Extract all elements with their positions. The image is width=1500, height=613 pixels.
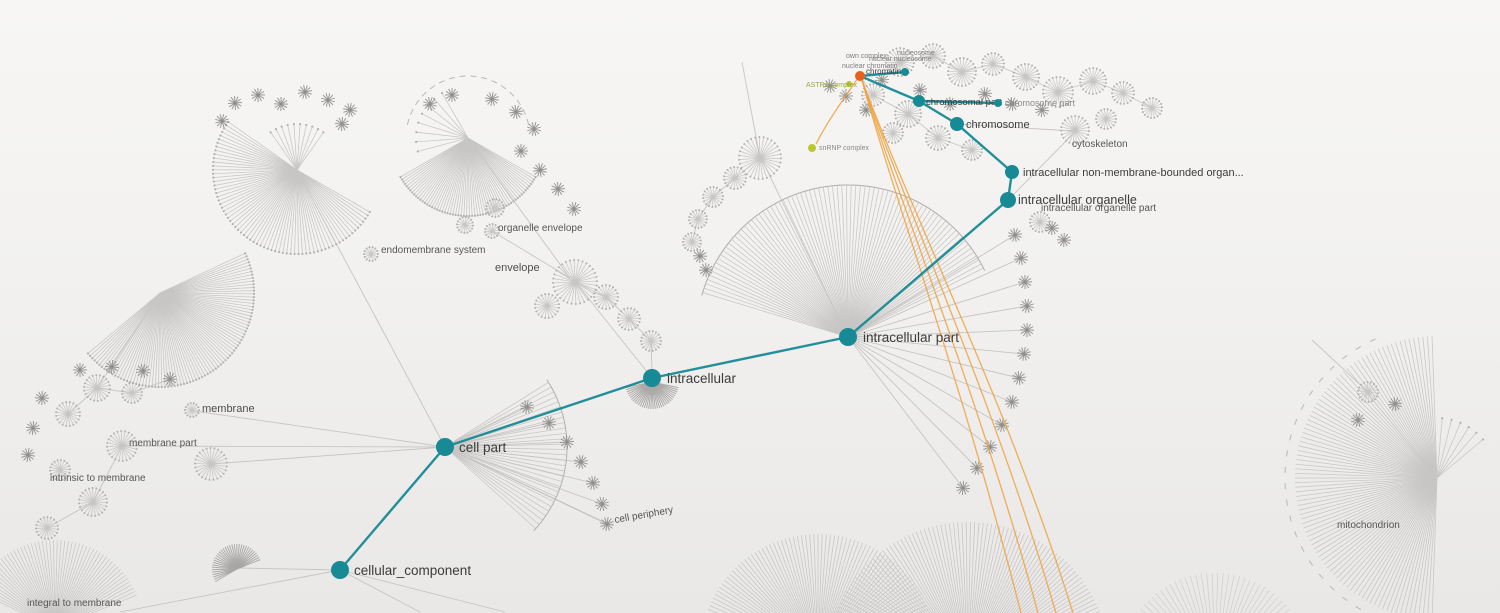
- orange-edge-4: [815, 77, 859, 145]
- node-chromatin[interactable]: [855, 71, 865, 81]
- gray-edge: [847, 336, 1003, 426]
- label-nuclear-nucleosome: nuclear nucleosome: [869, 56, 932, 63]
- label-cellular-component: cellular_component: [354, 563, 471, 578]
- gray-edge: [119, 569, 341, 613]
- node-cell-part[interactable]: [436, 438, 454, 456]
- highlighted-edge: [444, 376, 653, 449]
- gray-edge: [956, 123, 1074, 132]
- node-complex-node[interactable]: [808, 144, 816, 152]
- gray-edge: [847, 336, 978, 469]
- gray-edge: [193, 410, 446, 448]
- highlighted-edge: [651, 335, 849, 380]
- gray-edge: [847, 336, 964, 489]
- node-intracellular-part[interactable]: [839, 328, 857, 346]
- label-endomembrane-system: endomembrane system: [381, 245, 486, 256]
- label-nucleosome: nucleosome: [897, 50, 935, 57]
- label-cytoskeleton: cytoskeleton: [1072, 139, 1128, 150]
- gray-edge: [131, 378, 171, 394]
- gray-edge: [847, 336, 991, 448]
- label-integral-to-membrane: integral to membrane: [27, 598, 122, 609]
- gray-edge: [847, 336, 1020, 379]
- label-astra-node: ASTRA complex: [806, 82, 857, 89]
- label-own-complex: own complex: [846, 53, 887, 60]
- highlighted-path: [339, 70, 1014, 571]
- gray-edge: [339, 569, 506, 613]
- orange-edge-3: [861, 79, 1022, 613]
- label-intracellular-organelle: intracellular organelle: [1018, 193, 1137, 207]
- node-astra-node[interactable]: [846, 81, 852, 87]
- label-intracellular: intracellular: [667, 371, 737, 386]
- label-chromosome-part: chromosome part: [1005, 98, 1076, 108]
- label-membrane-part: membrane part: [129, 438, 197, 449]
- highlighted-edge: [918, 99, 958, 126]
- node-cellular-component[interactable]: [331, 561, 349, 579]
- node-intracellular-organelle[interactable]: [1000, 192, 1016, 208]
- gray-edge: [650, 340, 653, 373]
- gray-edge: [444, 446, 603, 505]
- gray-edge: [210, 446, 446, 465]
- orange-edge-1: [861, 79, 1057, 613]
- highlighted-edge: [859, 70, 906, 78]
- gray-edge: [123, 445, 446, 448]
- label-cell-part: cell part: [459, 440, 507, 455]
- highlighted-edge: [956, 123, 1013, 173]
- highlighted-edge: [847, 199, 1009, 338]
- gray-edge: [847, 336, 1025, 355]
- gray-edges: [46, 55, 1438, 613]
- gray-edge: [238, 567, 341, 571]
- gray-edge: [712, 177, 736, 198]
- label-chromosomal-part: chromosomal part: [926, 97, 1002, 108]
- orange-edge-0: [861, 79, 1039, 613]
- highlighted-edge: [339, 446, 446, 571]
- gray-edge: [932, 55, 963, 73]
- label-intrinsic-to-membrane: intrinsic to membrane: [50, 473, 146, 484]
- orange-edge-2: [861, 79, 1074, 613]
- gray-edge: [576, 283, 653, 379]
- label-intracellular-non-membrane-bounded-organelle: intracellular non-membrane-bounded organ…: [1023, 167, 1244, 179]
- asterisk-nodes: [21, 72, 1403, 531]
- label-chromosome: chromosome: [966, 119, 1030, 131]
- gray-edge: [1007, 131, 1076, 201]
- node-chromosome[interactable]: [950, 117, 964, 131]
- dandelion-clusters: [35, 43, 1379, 540]
- gray-edge: [847, 329, 1028, 338]
- fan-clusters: [0, 75, 1485, 613]
- node-intracellular-non-membrane-bounded-organelle[interactable]: [1005, 165, 1019, 179]
- node-chromosomal-part[interactable]: [913, 95, 925, 107]
- gray-edge: [847, 336, 1013, 403]
- gray-edge: [628, 318, 652, 342]
- label-chromatin: chromatin: [866, 67, 901, 76]
- node-nucleosome-node[interactable]: [901, 68, 909, 76]
- label-membrane: membrane: [202, 403, 255, 415]
- gray-edge: [741, 61, 761, 159]
- orange-edges: [815, 77, 1074, 613]
- gray-edge: [444, 446, 608, 525]
- label-organelle-envelope: organelle envelope: [498, 223, 583, 234]
- node-intracellular[interactable]: [643, 369, 661, 387]
- gray-edge: [847, 257, 1022, 338]
- gray-edge: [847, 281, 1026, 338]
- label-nuclear-chromatin: nuclear chromatin: [842, 63, 898, 70]
- gray-edge: [339, 569, 421, 613]
- highlighted-edge: [859, 74, 920, 103]
- gray-edge: [847, 305, 1028, 338]
- node-chromosome-part[interactable]: [994, 99, 1002, 107]
- label-cell-periphery: cell periphery: [614, 505, 674, 526]
- label-envelope: envelope: [495, 262, 540, 274]
- gray-edge: [574, 281, 607, 298]
- label-complex-node: snRNP complex: [819, 145, 870, 152]
- term-nodes: cellular_component cell part intracellular…: [331, 67, 1244, 579]
- highlighted-edge: [918, 99, 999, 105]
- label-mitochondrion: mitochondrion: [1337, 520, 1400, 531]
- label-intracellular-part: intracellular part: [863, 330, 959, 345]
- gray-edge: [847, 234, 1016, 338]
- label-intracellular-organelle-part: intracellular organelle part: [1041, 203, 1156, 214]
